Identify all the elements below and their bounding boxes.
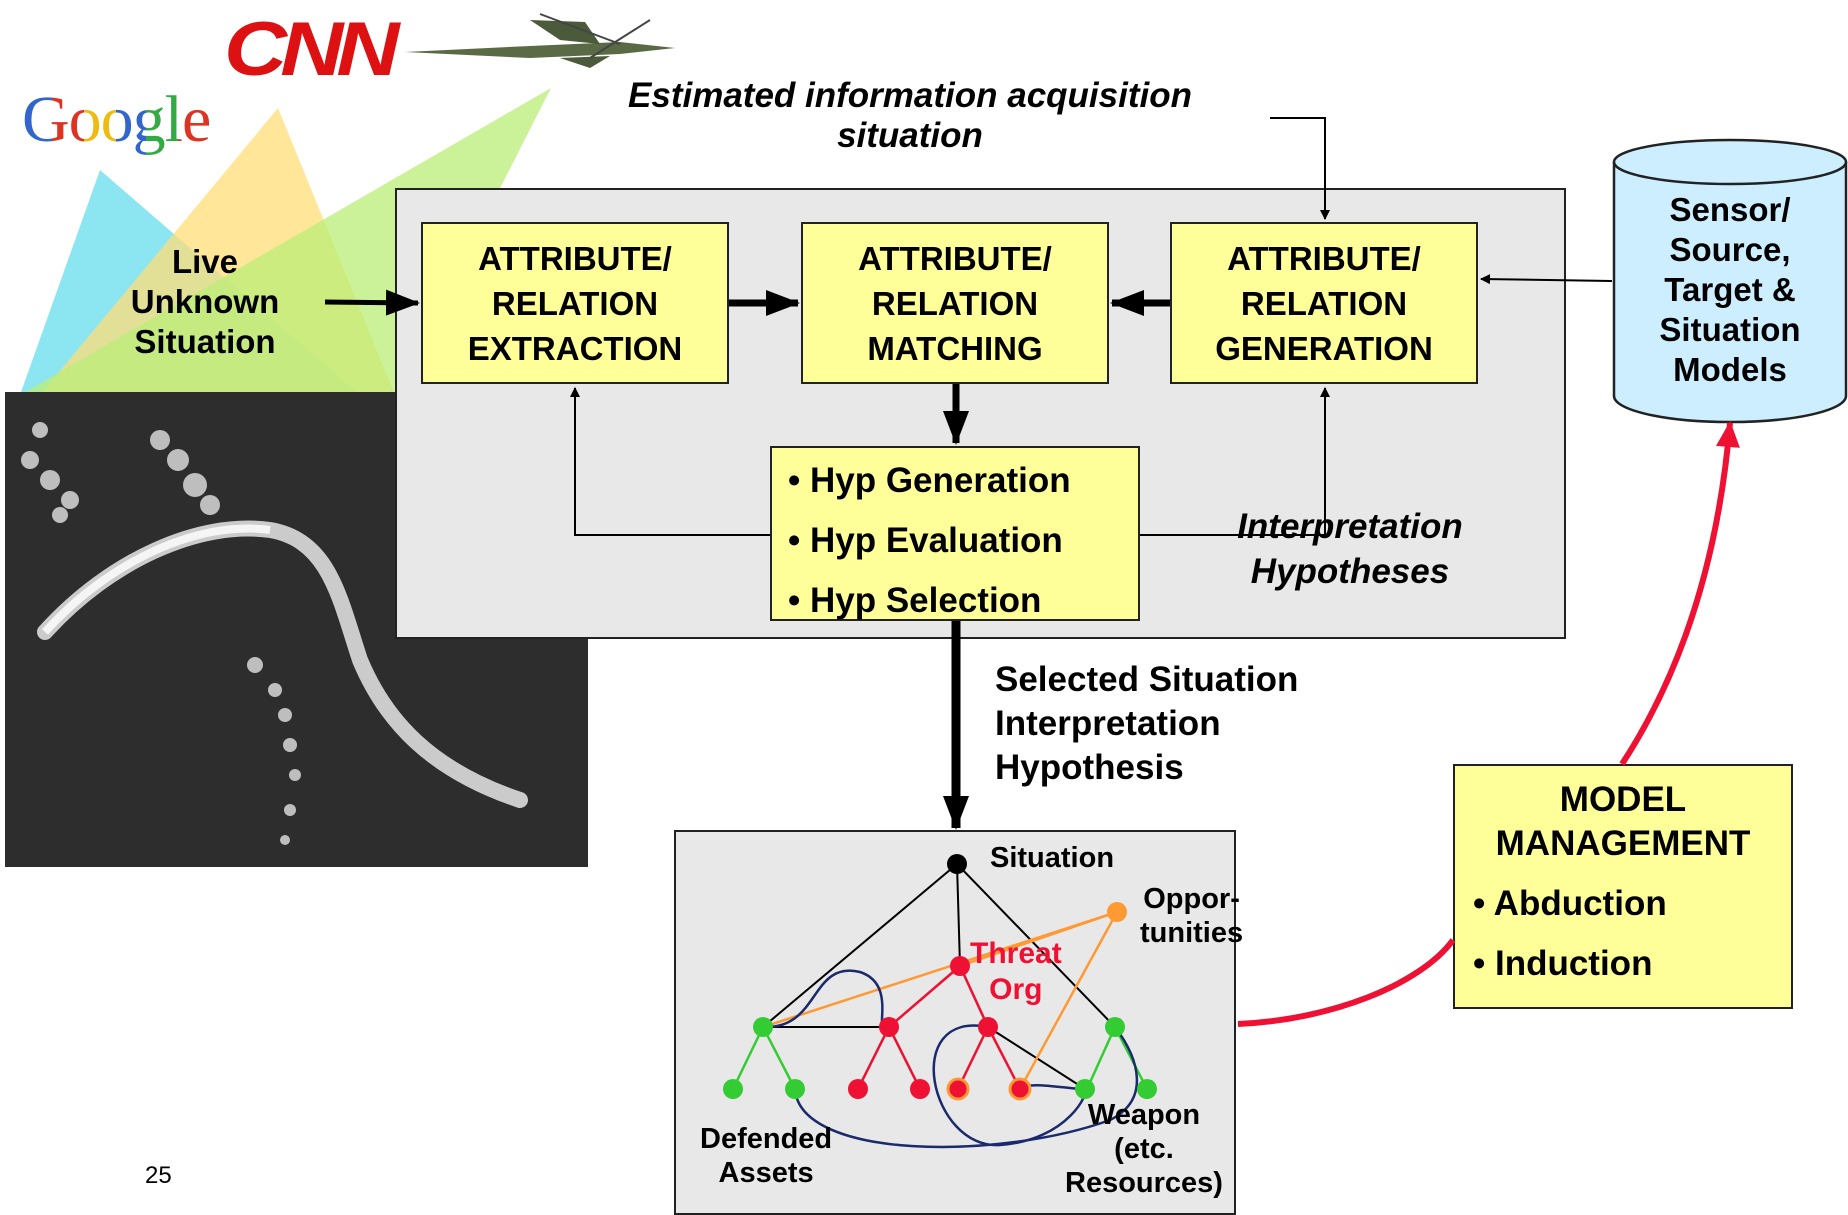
google-logo-text: Google bbox=[22, 83, 211, 156]
hypothesis-list: • Hyp Generation • Hyp Evaluation • Hyp … bbox=[788, 451, 1071, 631]
weapon-resources-label: Weapon (etc. Resources) bbox=[1065, 1099, 1223, 1199]
situation-tree-graph bbox=[723, 854, 1157, 1149]
cnn-logo: CNN bbox=[224, 6, 400, 93]
matching-box: ATTRIBUTE/ RELATION MATCHING bbox=[801, 222, 1109, 384]
model-management-title: MODEL MANAGEMENT bbox=[1495, 780, 1751, 863]
estimated-info-arrow bbox=[1270, 117, 1330, 220]
database-cylinder bbox=[1612, 138, 1848, 424]
live-to-extraction-arrow bbox=[324, 289, 420, 316]
generation-box: ATTRIBUTE/ RELATION GENERATION bbox=[1170, 222, 1478, 384]
google-logo: Google bbox=[22, 82, 211, 158]
selected-hypothesis-label: Selected Situation Interpretation Hypoth… bbox=[995, 660, 1299, 787]
cnn-logo-text: CNN bbox=[224, 7, 400, 92]
estimated-acquisition-label: Estimated information acquisition situat… bbox=[628, 76, 1192, 155]
database-to-generation-arrow bbox=[1480, 274, 1613, 285]
abduction-item: • Abduction bbox=[1473, 884, 1667, 923]
defended-assets-label: Defended Assets bbox=[700, 1123, 833, 1189]
induction-item: • Induction bbox=[1473, 944, 1653, 983]
model-management-box bbox=[1453, 764, 1793, 1009]
hypothesis-box bbox=[770, 446, 1140, 621]
live-unknown-situation-label: Live Unknown Situation bbox=[130, 243, 280, 360]
extraction-box: ATTRIBUTE/ RELATION EXTRACTION bbox=[421, 222, 729, 384]
situation-node-label: Situation bbox=[990, 842, 1115, 874]
interpretation-hypotheses-label: Interpretation Hypotheses bbox=[1237, 507, 1463, 591]
hyp-to-extraction-feedback bbox=[570, 387, 770, 536]
hyp-selection-item: • Hyp Selection bbox=[788, 581, 1042, 620]
hyp-generation-item: • Hyp Generation bbox=[788, 461, 1071, 500]
page-number: 25 bbox=[145, 1162, 172, 1189]
model-to-database-curve bbox=[1619, 421, 1740, 766]
model-management-list: • Abduction • Induction bbox=[1473, 874, 1667, 994]
model-feedback-curve bbox=[1237, 938, 1456, 1027]
threat-org-label: Threat Org bbox=[970, 937, 1062, 1006]
database-label: Sensor/ Source, Target & Situation Model… bbox=[1659, 191, 1801, 388]
opportunities-label: Oppor- tunities bbox=[1140, 883, 1244, 949]
hyp-evaluation-item: • Hyp Evaluation bbox=[788, 521, 1063, 560]
uav-drone-icon bbox=[405, 13, 675, 68]
hyp-to-generation-feedback bbox=[1140, 387, 1330, 536]
